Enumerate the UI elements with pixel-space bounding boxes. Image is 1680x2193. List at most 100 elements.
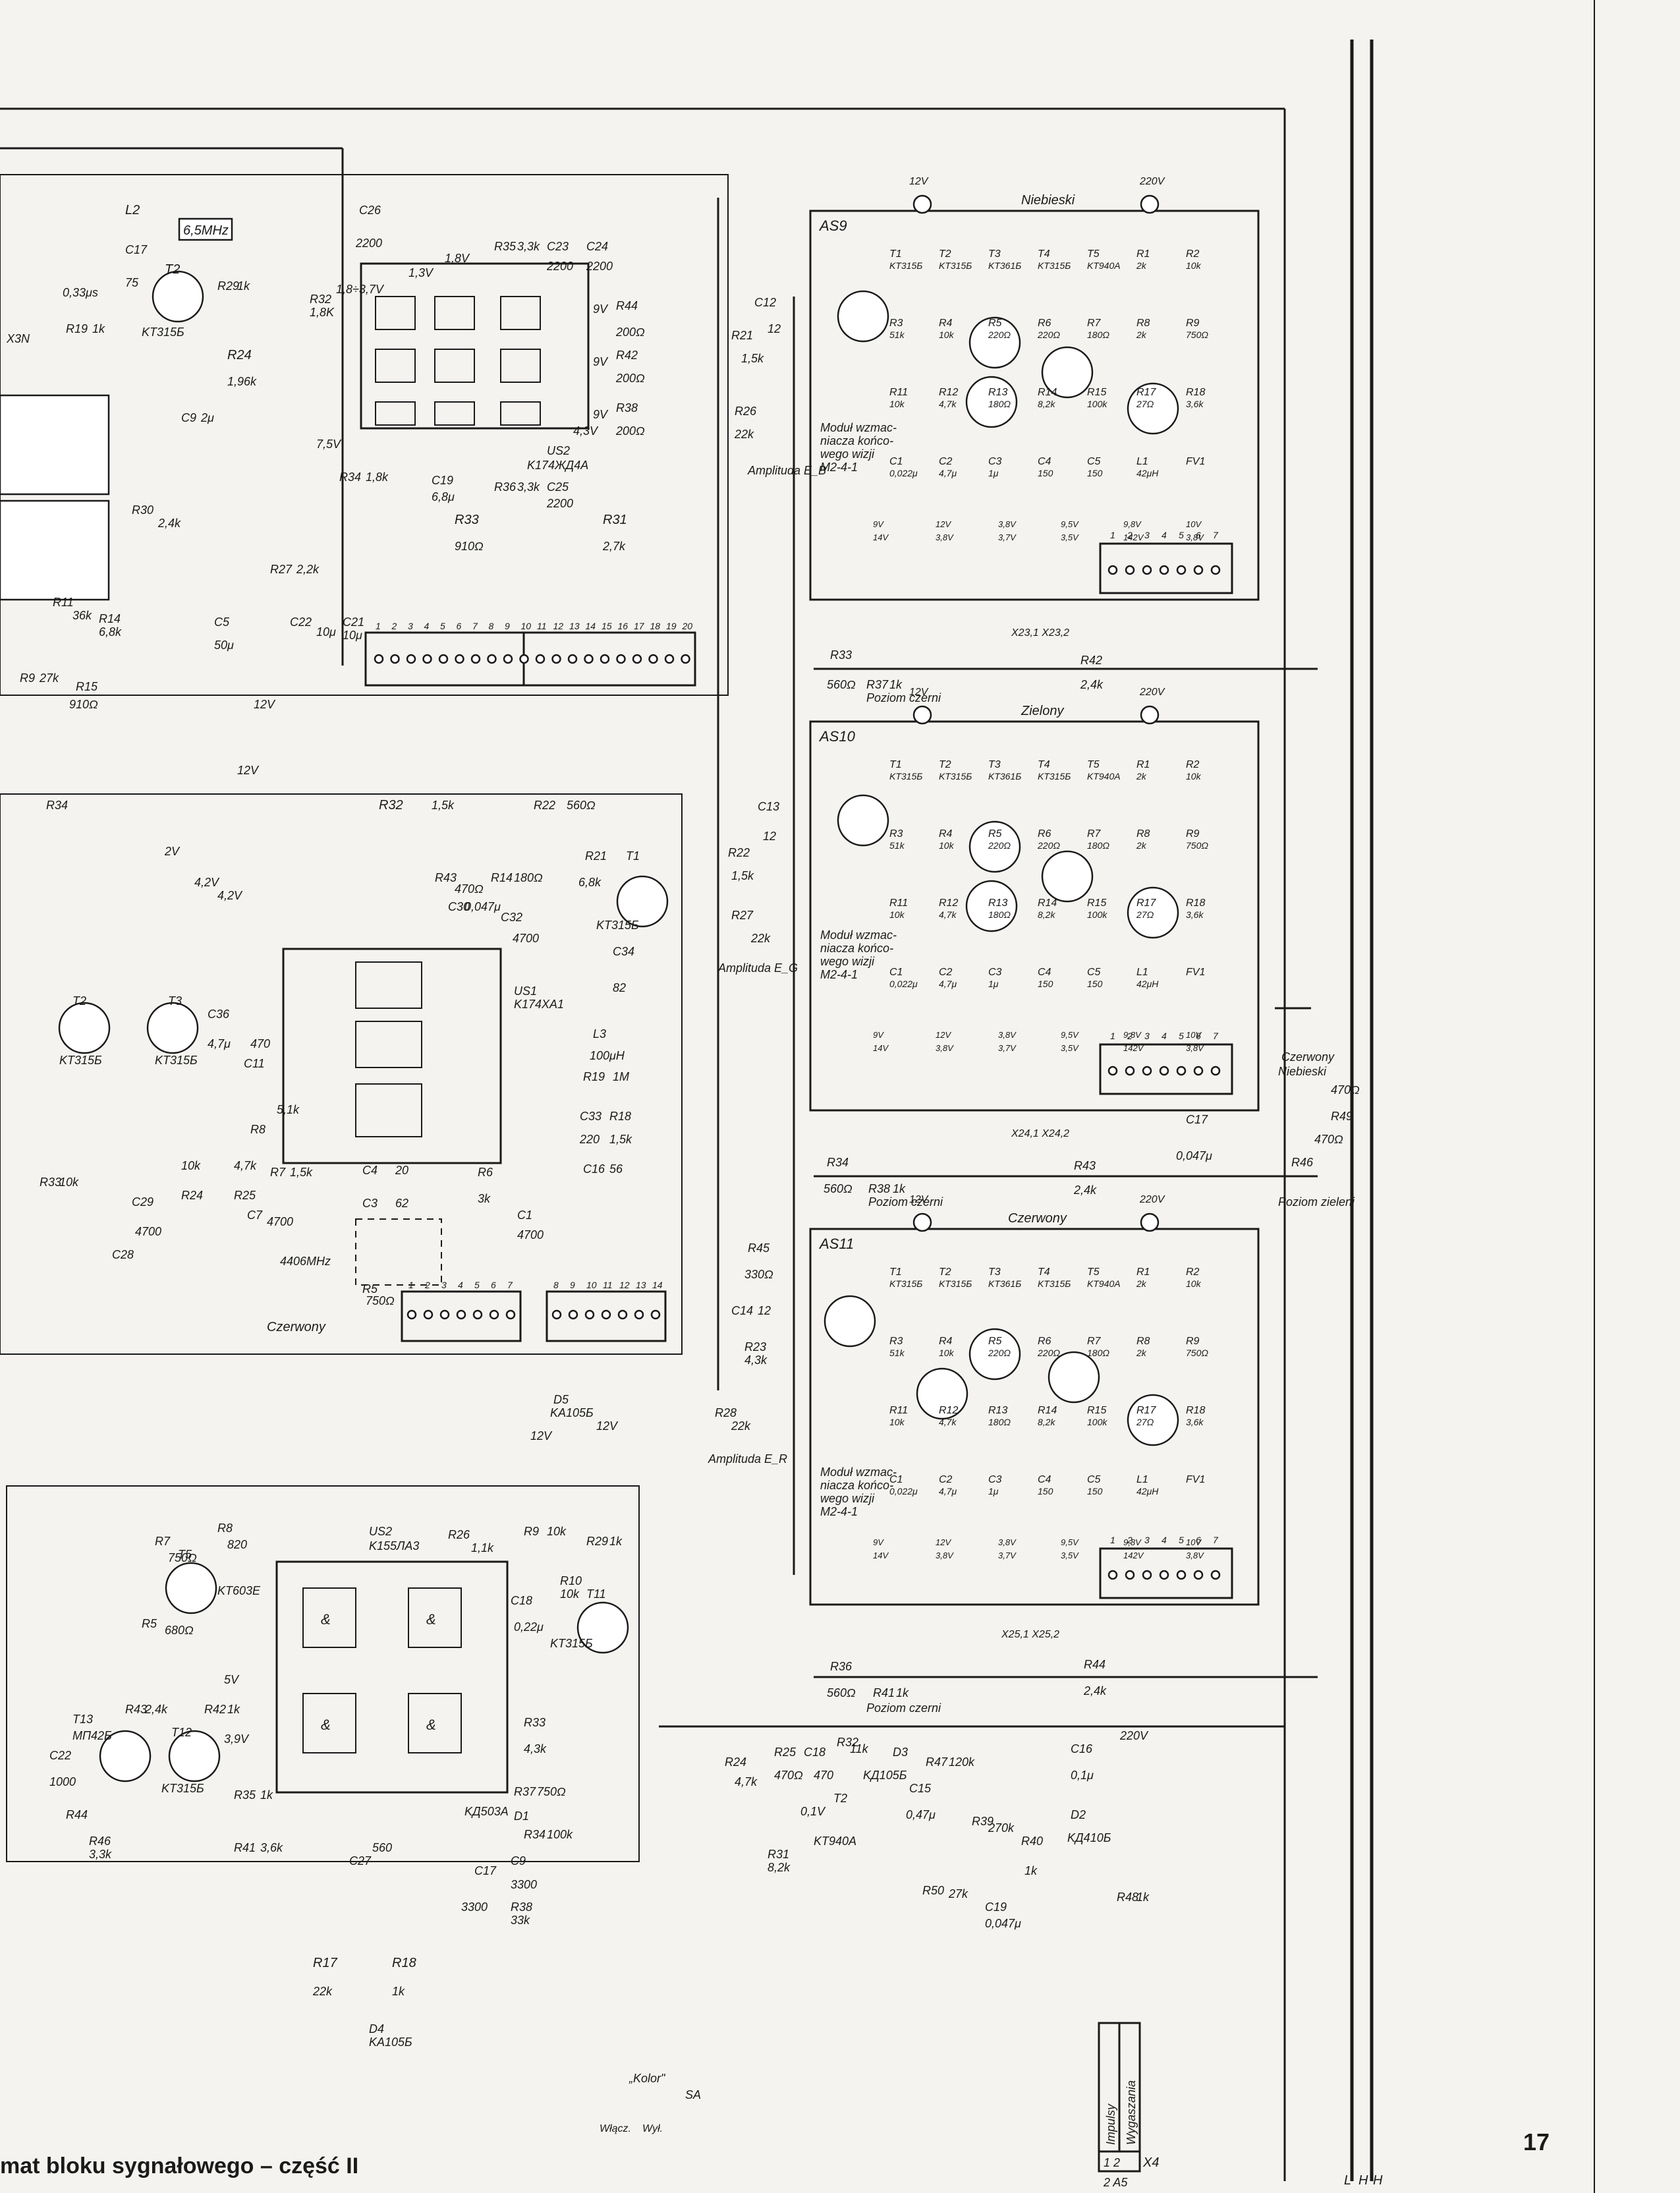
as11-connector-pin-6: 6 [1196,1535,1201,1545]
r8c-value: 820 [227,1538,247,1551]
r18-value: 1k [392,1985,405,1998]
as9-voltage-9: 3,5V [1061,532,1079,542]
c26-label: C26 [359,204,381,217]
as10-part-R18: R18 [1186,897,1205,909]
c27-value: 560 [372,1841,392,1854]
r42-value: 200Ω [615,372,645,385]
c4-value: 20 [395,1164,408,1177]
as9-connector-pin-dot-3 [1142,565,1152,575]
as11-part-value-R14: 8,2k [1038,1417,1055,1427]
as11-part-value-R17: 27Ω [1136,1417,1154,1427]
c11-value: 0,33μs [63,286,98,299]
as11-part-L1: L1 [1136,1474,1148,1485]
x3n-label: X3N [6,332,30,345]
t13-label: T13 [72,1713,93,1726]
c18-label: C18 [511,1594,532,1607]
connector-top-pin-dot-1 [374,654,384,664]
connector-top-pin-19: 19 [666,621,677,631]
as11-part-R14: R14 [1038,1405,1057,1416]
r23-label: R23 [744,1340,766,1353]
r27b-label: R27 [731,909,754,922]
module-desc-0: Moduł wzmac- [820,1466,897,1479]
as10-connector-pin-dot-3 [1142,1066,1152,1076]
r24d-value: 4,7k [735,1775,758,1788]
connector-mid-pin-dot-13 [634,1309,644,1320]
connector-mid-pin-dot-11 [601,1309,611,1320]
r11-value: 36k [72,609,92,622]
r44c-label: R44 [66,1808,88,1821]
d1-type: KД503A [464,1805,509,1818]
l2-label: L2 [125,203,140,217]
as9-part-value-R11: 10k [889,399,905,409]
c23-label: C23 [547,240,569,253]
c33-label: C33 [580,1110,602,1123]
r32b-label: R32 [379,798,403,812]
as10-part-C5: C5 [1087,967,1101,978]
czerwony-wire-label: Czerwony [267,1320,326,1334]
as9-part-value-R13: 180Ω [988,399,1011,409]
v12-top-label: 12V [254,698,276,711]
c4-label: C4 [362,1164,378,1177]
as9-part-R12: R12 [939,387,958,398]
r38c-value: 33k [511,1914,530,1927]
connector-mid-pin-10: 10 [586,1280,597,1290]
c34-label: C34 [613,945,634,958]
as9-part-value-C2: 4,7μ [939,468,957,478]
c25-value: 2200 [546,497,573,510]
page-number: 17 [1523,2128,1550,2155]
r22b-value: 1,5k [731,869,754,882]
connector-mid-pin-6: 6 [491,1280,496,1290]
r34d-value: 560Ω [824,1182,853,1195]
as11-voltage-3: 9,5V [1061,1537,1079,1547]
connector-mid-pin-dot-7 [505,1309,516,1320]
r44-label: R44 [616,299,638,312]
us1-label: US1 [514,984,537,998]
connector-top-pin-15: 15 [602,621,612,631]
connector-top-pin-16: 16 [618,621,629,631]
r42c-value: 1k [227,1703,240,1716]
t2m-type: KT315Б [59,1054,102,1067]
r34c-label: R34 [524,1828,546,1841]
c22c-value: 1000 [49,1775,76,1788]
as11-voltage-9: 3,5V [1061,1551,1079,1560]
and-gate-3: & [321,1717,331,1733]
as11-voltage-10: 142V [1123,1551,1144,1560]
as9-part-T4: T4 [1038,248,1050,260]
r45-label: R45 [748,1241,770,1255]
module-v-left: 12V [909,176,929,187]
as9-part-T1: T1 [889,248,902,260]
r31-label: R31 [603,513,627,527]
c30-label: C30 [448,900,470,913]
r6-value: 3k [478,1192,491,1205]
as10-part-T3: T3 [988,759,1001,770]
v01-label: 0,1V [800,1805,826,1818]
t2-type: KT315Б [142,326,184,339]
as10-part-value-R5: 220Ω [988,840,1011,851]
c11b-value: 470 [250,1037,270,1050]
as10-part-value-C1: 0,022μ [889,979,918,989]
bus-letter-h1: H [1358,2173,1368,2188]
r29-value: 1k [237,279,250,293]
v9a-label: 9V [593,302,609,316]
r24b-value: 10k [181,1159,201,1172]
as11-voltage-6: 14V [873,1551,889,1560]
r38d-label: R38 [868,1182,890,1195]
connector-top-pin-dot-3 [406,654,416,664]
c5-value: 50μ [214,639,234,652]
module-v-right: 220V [1139,687,1165,698]
x4-label: X4 [1142,2155,1159,2170]
as9-part-value-R7: 180Ω [1087,329,1109,340]
module-desc-2: wego wizji [820,1492,875,1505]
r24-label: R24 [227,348,252,362]
as10-part-R8: R8 [1136,828,1150,840]
as11-part-R12: R12 [939,1405,958,1416]
r37-value: 750Ω [537,1785,566,1798]
c17-label: C17 [125,243,148,256]
r39-value: 270k [988,1821,1015,1835]
v9b-label: 9V [593,355,609,368]
amplituda-b-label: Amplituda E_B [747,464,826,477]
connector-mid-pin-dot-6 [489,1309,499,1320]
as10-connector-pin-dot-6 [1193,1066,1204,1076]
as9-connector-pin-dot-5 [1176,565,1187,575]
